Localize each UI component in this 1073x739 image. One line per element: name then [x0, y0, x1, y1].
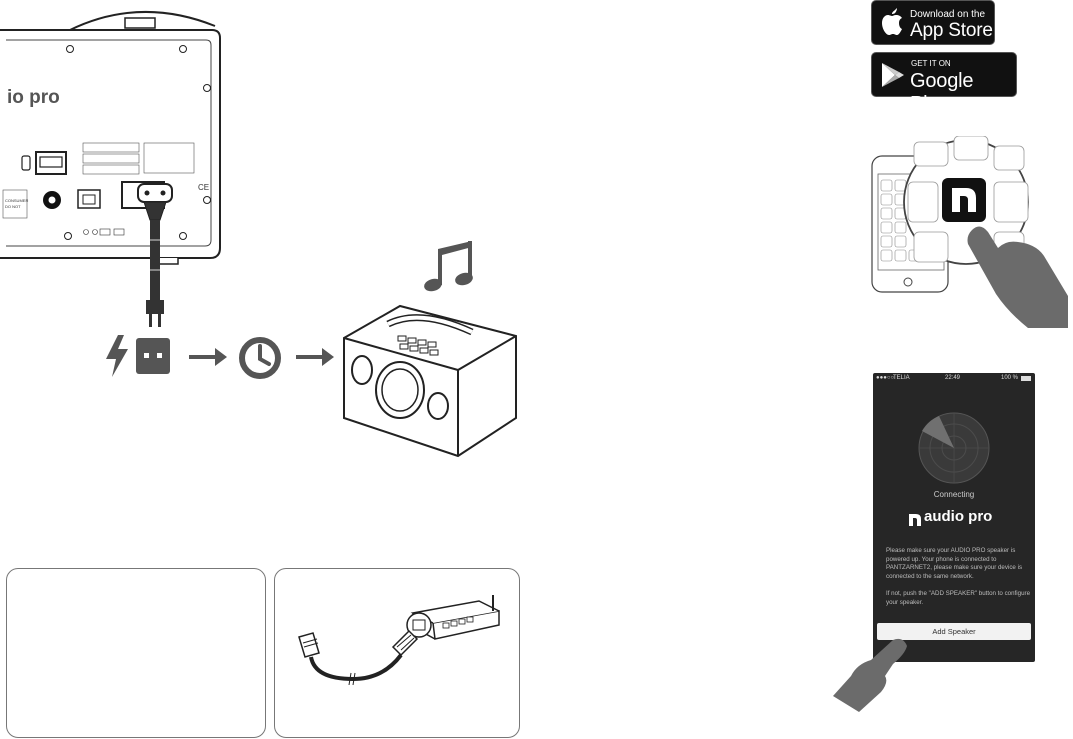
status-battery: 100 %: [1001, 375, 1019, 381]
add-speaker-button[interactable]: Add Speaker: [877, 623, 1031, 640]
app-store-small-text: Download on the: [910, 9, 986, 20]
status-time: 22:49: [945, 375, 961, 381]
instruction-text: Please make sure your AUDIO PRO speaker …: [886, 547, 1023, 580]
speaker-front-illustration: [343, 304, 517, 458]
apple-icon: [882, 8, 902, 35]
speaker-back-illustration: CONSUMER DO NOT CE: [0, 10, 221, 265]
power-outlet-icon: [136, 338, 170, 374]
audio-pro-logo-icon: [909, 514, 921, 526]
arrow-right-icon: [296, 348, 334, 366]
brand-text: audio pro: [924, 508, 993, 525]
bottom-right-panel: [274, 568, 520, 738]
phone-app-tap-illustration: [871, 136, 1068, 328]
google-play-badge[interactable]: GET IT ON Google Play: [871, 52, 1017, 115]
app-connecting-screen: ●●●○○ TELIA 22:49 100 % Connecting audio…: [873, 373, 1035, 662]
power-cable-illustration: [137, 183, 173, 327]
google-play-big-text: Google Play: [910, 70, 974, 115]
status-bar: ●●●○○ TELIA 22:49 100 %: [873, 375, 1035, 385]
app-store-badge[interactable]: Download on the App Store: [871, 0, 995, 45]
arrow-right-icon: [189, 348, 227, 366]
battery-icon: [1021, 376, 1031, 381]
app-store-big-text: App Store: [910, 20, 993, 41]
svg-text:DO NOT: DO NOT: [5, 204, 21, 209]
ethernet-router-illustration: [298, 595, 500, 685]
bottom-left-panel: [6, 568, 266, 738]
google-play-small-text: GET IT ON: [911, 59, 951, 68]
music-note-icon: [424, 241, 473, 292]
radar-icon: [918, 412, 990, 484]
brand-logo: audio pro: [909, 508, 1009, 528]
svg-text:CONSUMER: CONSUMER: [5, 198, 28, 203]
status-signal: ●●●○○: [876, 375, 895, 381]
clock-icon: [239, 337, 281, 379]
lightning-icon: [106, 335, 128, 377]
status-carrier: TELIA: [893, 375, 910, 381]
connecting-label: Connecting: [933, 490, 975, 499]
pointing-hand-icon: [833, 638, 907, 712]
svg-text:CE: CE: [198, 183, 209, 192]
speaker-brand-text: io pro: [7, 87, 60, 108]
instruction-text-2: If not, push the "ADD SPEAKER" button to…: [886, 590, 1031, 606]
google-play-icon: [882, 63, 904, 87]
